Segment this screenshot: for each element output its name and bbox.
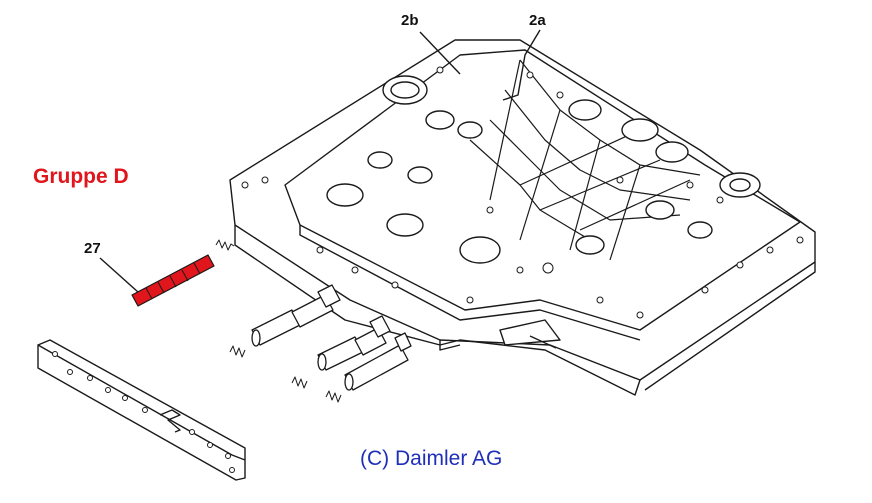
valve-bosses	[326, 75, 761, 264]
housing-ribs	[469, 59, 701, 261]
callout-2a: 2a	[529, 12, 546, 29]
plate-holes	[52, 351, 235, 473]
leader-lines	[99, 29, 541, 293]
valve-body-plate	[229, 39, 816, 396]
callout-27: 27	[84, 240, 101, 257]
spring-27	[215, 239, 235, 251]
callout-2b: 2b	[401, 12, 419, 29]
loose-spools	[251, 284, 412, 391]
valve-27-grooves	[145, 262, 201, 300]
group-label: Gruppe D	[33, 165, 129, 188]
loose-springs	[229, 345, 342, 403]
bolt-holes	[241, 66, 804, 319]
separator-plate	[37, 339, 246, 481]
copyright-notice: (C) Daimler AG	[360, 447, 503, 470]
